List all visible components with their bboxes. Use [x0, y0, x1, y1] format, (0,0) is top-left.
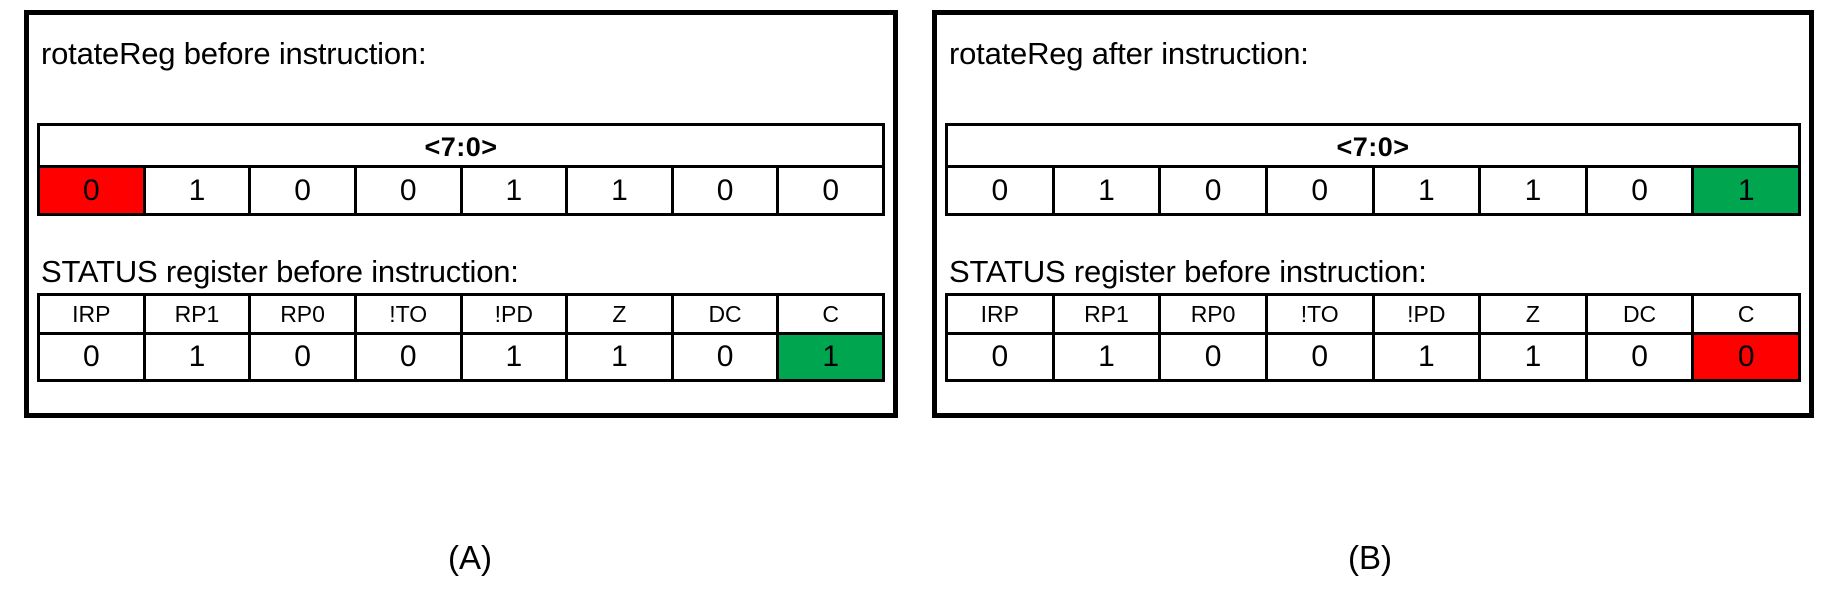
status-header-row: IRP RP1 RP0 !TO !PD Z DC C [948, 296, 1798, 335]
status-header-to: !TO [356, 296, 463, 332]
status-value-pd: 1 [1374, 335, 1482, 379]
status-header-irp: IRP [40, 296, 146, 332]
status-header-rp0: RP0 [251, 296, 357, 332]
status-value-rp0: 0 [251, 335, 357, 379]
rotatereg-bit-row: 0 1 0 0 1 1 0 0 [40, 168, 882, 213]
bit-cell-7: 0 [40, 168, 146, 213]
bit-cell-6: 1 [145, 168, 252, 213]
status-header-dc: DC [673, 296, 780, 332]
status-header-pd: !PD [1374, 296, 1482, 332]
status-header-to: !TO [1267, 296, 1375, 332]
panel-b-sublabel: (B) [1348, 539, 1392, 576]
status-value-c: 1 [779, 335, 882, 379]
status-value-c: 0 [1694, 335, 1798, 379]
bit-cell-5: 0 [1161, 168, 1268, 213]
status-value-rp1: 1 [1054, 335, 1162, 379]
bit-cell-7: 0 [948, 168, 1055, 213]
panel-a-sublabel: (A) [448, 539, 492, 576]
rotatereg-caption: rotateReg before instruction: [41, 36, 427, 71]
status-header-z: Z [1481, 296, 1588, 332]
bit-cell-0: 0 [779, 168, 882, 213]
status-value-rp1: 1 [145, 335, 252, 379]
status-header-c: C [1694, 296, 1798, 332]
rotatereg-table: <7:0> 0 1 0 0 1 1 0 0 [37, 123, 885, 216]
panel-b: rotateReg after instruction: <7:0> 0 1 0… [932, 10, 1814, 418]
status-header-dc: DC [1587, 296, 1695, 332]
rotatereg-bit-row: 0 1 0 0 1 1 0 1 [948, 168, 1798, 213]
status-value-irp: 0 [40, 335, 146, 379]
rotatereg-table: <7:0> 0 1 0 0 1 1 0 1 [945, 123, 1801, 216]
panel-a: rotateReg before instruction: <7:0> 0 1 … [24, 10, 898, 418]
status-caption: STATUS register before instruction: [41, 254, 519, 289]
bit-cell-1: 0 [673, 168, 780, 213]
status-register-table: IRP RP1 RP0 !TO !PD Z DC C 0 1 0 0 1 1 0… [37, 293, 885, 382]
status-header-pd: !PD [462, 296, 569, 332]
bit-range-header: <7:0> [948, 126, 1798, 168]
status-header-irp: IRP [948, 296, 1055, 332]
status-value-to: 0 [1267, 335, 1375, 379]
status-value-dc: 0 [1587, 335, 1695, 379]
bit-range-header: <7:0> [40, 126, 882, 168]
status-caption: STATUS register before instruction: [949, 254, 1427, 289]
status-header-rp1: RP1 [1054, 296, 1162, 332]
status-value-z: 1 [1481, 335, 1588, 379]
status-header-c: C [779, 296, 882, 332]
status-value-z: 1 [568, 335, 674, 379]
status-header-rp0: RP0 [1161, 296, 1268, 332]
bit-cell-2: 1 [1481, 168, 1588, 213]
bit-cell-6: 1 [1054, 168, 1162, 213]
status-header-rp1: RP1 [145, 296, 252, 332]
bit-cell-0: 1 [1694, 168, 1798, 213]
bit-cell-2: 1 [568, 168, 674, 213]
bit-cell-5: 0 [251, 168, 357, 213]
status-register-table: IRP RP1 RP0 !TO !PD Z DC C 0 1 0 0 1 1 0… [945, 293, 1801, 382]
status-value-dc: 0 [673, 335, 780, 379]
bit-cell-4: 0 [1267, 168, 1375, 213]
bit-cell-4: 0 [356, 168, 463, 213]
status-value-irp: 0 [948, 335, 1055, 379]
status-value-row: 0 1 0 0 1 1 0 1 [40, 335, 882, 379]
panel-a-content: rotateReg before instruction: <7:0> 0 1 … [29, 15, 893, 413]
status-value-row: 0 1 0 0 1 1 0 0 [948, 335, 1798, 379]
bit-cell-1: 0 [1587, 168, 1695, 213]
status-value-rp0: 0 [1161, 335, 1268, 379]
status-header-z: Z [568, 296, 674, 332]
status-value-pd: 1 [462, 335, 569, 379]
panel-b-content: rotateReg after instruction: <7:0> 0 1 0… [937, 15, 1809, 413]
status-value-to: 0 [356, 335, 463, 379]
rotatereg-caption: rotateReg after instruction: [949, 36, 1309, 71]
bit-cell-3: 1 [462, 168, 569, 213]
status-header-row: IRP RP1 RP0 !TO !PD Z DC C [40, 296, 882, 335]
bit-cell-3: 1 [1374, 168, 1482, 213]
